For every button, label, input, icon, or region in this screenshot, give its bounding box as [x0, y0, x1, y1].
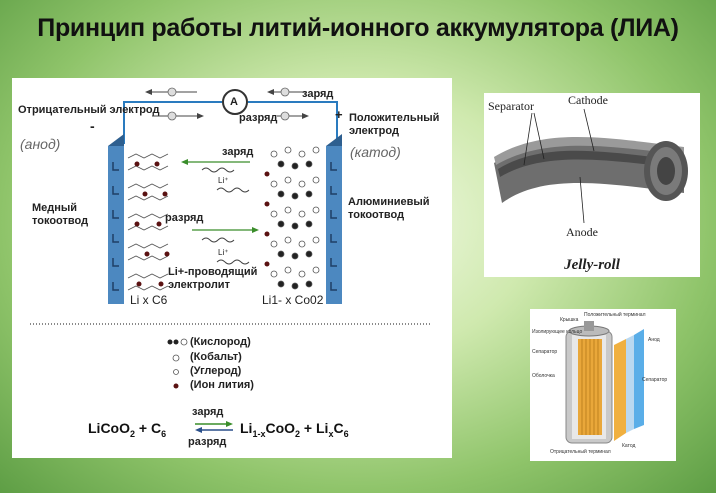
reaction-left: LiCoO2 + C6	[88, 420, 167, 439]
cell-insulator-label: Изолирующее кольцо	[532, 329, 583, 335]
legend-oxygen: (Кислород)	[190, 336, 251, 348]
jelly-caption: Jelly-roll	[564, 257, 620, 273]
ammeter-icon	[222, 89, 248, 115]
jelly-separator-label: Separator	[488, 99, 534, 113]
cell-cap-label: Крышка	[560, 317, 579, 323]
legend-lithium: (Ион лития)	[190, 379, 254, 391]
jelly-cathode-label: Cathode	[568, 93, 608, 107]
legend-symbols	[167, 338, 188, 389]
circuit-wire-right	[248, 101, 338, 144]
cell-cutaway-panel: Положительный терминал Крышка Изолирующе…	[530, 309, 676, 461]
negative-sign: -	[90, 118, 95, 134]
anode-formula: Li x C6	[130, 293, 168, 307]
discharge-top-label: разряд	[239, 112, 278, 124]
cathode-formula: Li1- x Co02	[262, 293, 324, 307]
cathode-lattice	[270, 146, 320, 290]
lithium-atoms-cathode	[264, 171, 270, 267]
cell-anode-label: Анод	[648, 337, 660, 343]
battery-schematic	[30, 87, 432, 433]
electrolyte-label: Li+-проводящий электролит	[168, 266, 258, 291]
anode-label: (анод)	[20, 136, 61, 152]
discharge-mid-label: разряд	[165, 212, 204, 224]
charge-top-label: заряд	[302, 88, 334, 100]
cell-separator-left-label: Сепаратор	[532, 349, 558, 355]
cylindrical-cell-image	[565, 321, 644, 444]
page-title: Принцип работы литий-ионного аккумулятор…	[37, 14, 679, 42]
cathode-label: (катод)	[350, 144, 401, 160]
electron-icon	[167, 87, 177, 97]
cell-cathode-label: Катод	[622, 443, 636, 449]
copper-collector-label: Медный токоотвод	[32, 202, 89, 227]
negative-electrode-label: Отрицательный электрод	[18, 104, 160, 116]
aluminum-collector	[326, 146, 342, 304]
reaction-discharge-label: разряд	[188, 436, 227, 448]
aluminum-collector-label: Алюминиевый токоотвод	[348, 196, 430, 221]
positive-electrode-label: Положительный электрод	[349, 112, 440, 137]
legend-carbon: (Углерод)	[190, 365, 242, 377]
ammeter-label: A	[230, 96, 238, 108]
jelly-anode-label: Anode	[566, 225, 598, 239]
electron-icon	[280, 111, 290, 121]
ion-paths	[201, 167, 250, 265]
electron-icon	[280, 87, 290, 97]
copper-collector	[108, 146, 124, 304]
reaction-right: Li1-xCoO2 + LixC6	[240, 420, 349, 439]
jelly-roll-panel: Separator Cathode Anode Jelly-roll	[484, 93, 700, 277]
jelly-roll-image	[494, 108, 688, 224]
cell-shell-label: Оболочка	[532, 373, 555, 379]
cell-bottom-label: Отрицательный терминал	[550, 449, 611, 455]
battery-diagram-panel: Отрицательный электрод - (анод) + Положи…	[12, 78, 452, 458]
circuit-wire-left	[123, 101, 222, 144]
li-ion-label: Li⁺	[218, 176, 229, 185]
electron-icon	[167, 111, 177, 121]
charge-mid-label: заряд	[222, 146, 254, 158]
cell-separator-right-label: Сепаратор	[642, 377, 668, 383]
cell-top-label: Положительный терминал	[584, 312, 646, 318]
legend-cobalt: (Кобальт)	[190, 351, 242, 363]
graphite-layers	[127, 153, 169, 291]
lithium-atoms-anode	[134, 161, 170, 287]
positive-sign: +	[335, 107, 343, 122]
li-ion-label: Li⁺	[218, 248, 229, 257]
reaction-charge-label: заряд	[192, 406, 224, 418]
